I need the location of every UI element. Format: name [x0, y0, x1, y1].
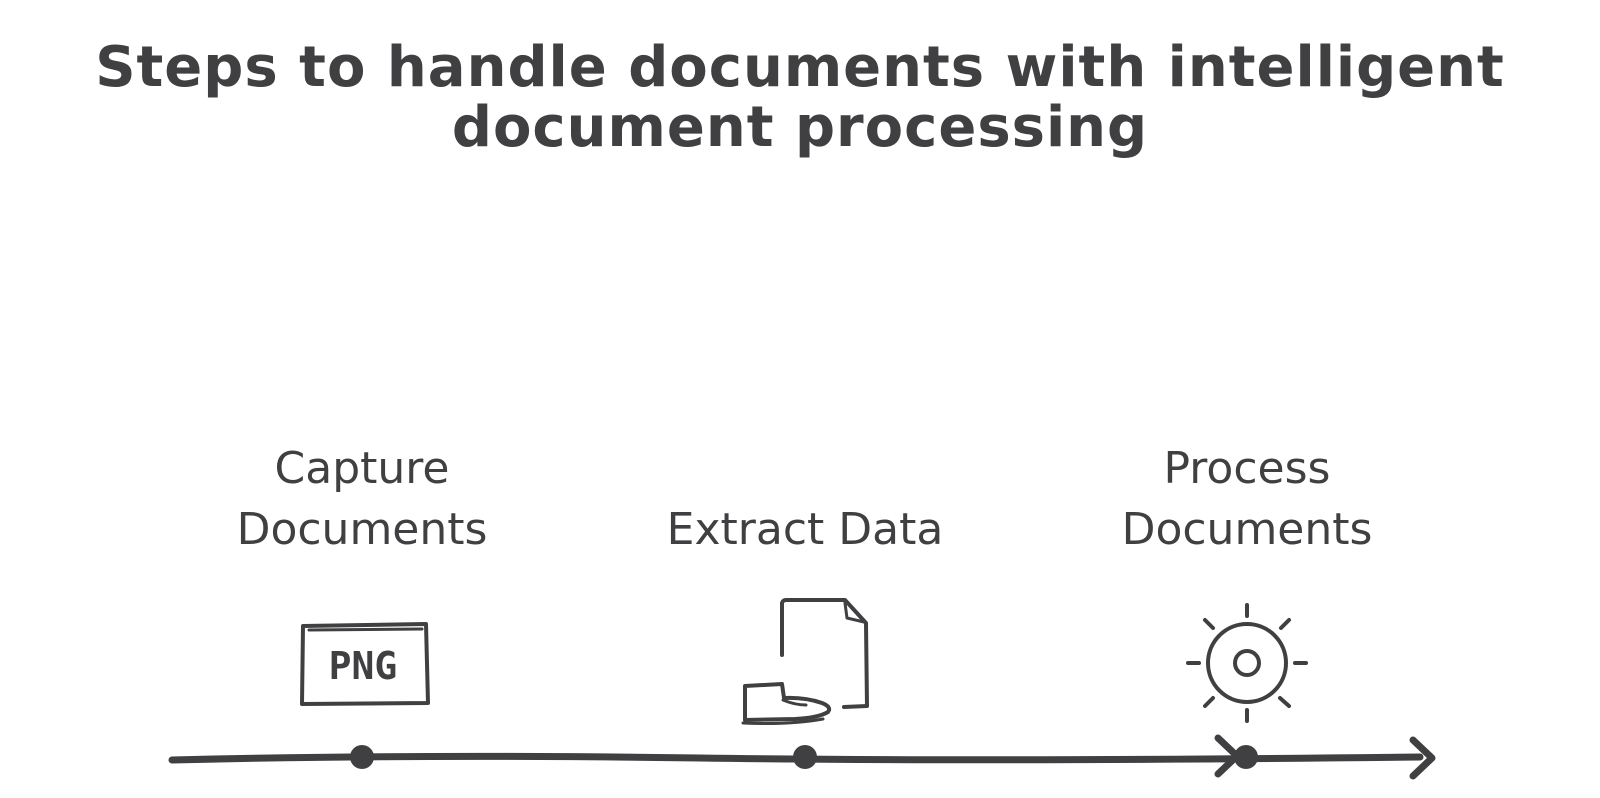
- png-file-icon: PNG: [300, 622, 430, 706]
- timeline-node-1: [350, 745, 374, 769]
- step-label-extract-data: Extract Data: [625, 499, 985, 560]
- document-hand-icon: [741, 598, 869, 725]
- title-line-1: Steps to handle documents with intellige…: [95, 35, 1505, 100]
- step-label-capture-documents: Capture Documents: [182, 438, 542, 560]
- step-label-line-1: Capture: [274, 443, 450, 494]
- title-line-2: document processing: [451, 95, 1149, 160]
- timeline-node-3: [1234, 745, 1258, 769]
- step-label-line-1: Process: [1163, 443, 1331, 494]
- timeline-line: [168, 752, 1424, 764]
- step-label-line-2: Documents: [236, 504, 488, 555]
- gear-icon: [1186, 603, 1308, 723]
- step-label-line-2: Documents: [1121, 504, 1373, 555]
- step-label-line-2: Extract Data: [666, 504, 944, 555]
- png-icon-text: PNG: [329, 644, 398, 688]
- diagram-title: Steps to handle documents with intellige…: [0, 38, 1600, 158]
- timeline-arrowhead: [1409, 736, 1436, 780]
- timeline-node-2: [793, 745, 817, 769]
- step-label-process-documents: Process Documents: [1067, 438, 1427, 560]
